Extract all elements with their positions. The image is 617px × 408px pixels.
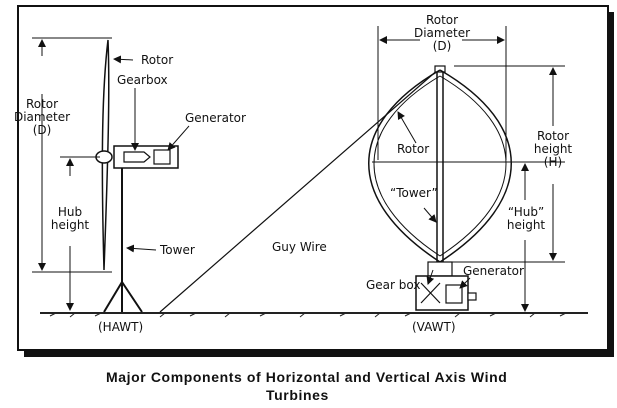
vawt-gearbox [420,282,441,304]
hawt-rotor-label: Rotor [141,53,174,67]
hawt-tower-base [103,281,143,313]
hawt-rotor-diameter-line2: Diameter [13,110,71,124]
vawt-rotor-blade-left [368,69,441,263]
vawt-rotor-diameter-line1: Rotor [425,13,459,27]
vawt-rotor-diameter-label: Rotor Diameter (D) [412,14,472,53]
guy-wire [159,67,441,313]
hawt-pointers [113,55,190,253]
hawt-hub-height-line1: Hub [57,205,83,219]
hawt-turbine [95,39,441,313]
hawt-rotor-diameter-line1: Rotor [25,97,59,111]
vawt-rotor-diameter-line2: Diameter [413,26,471,40]
vawt-dimensions [372,26,565,312]
hawt-hub-height-label: Hub height [48,206,92,232]
hawt-tower-label: Tower [160,243,195,257]
vawt-name-label: (VAWT) [412,320,456,334]
vawt-hub-height-line1: “Hub” [507,205,545,219]
hawt-hub-height-line2: height [50,218,90,232]
hawt-rotor-diameter-label: Rotor Diameter (D) [10,98,74,137]
caption-line1: Major Components of Horizontal and Verti… [106,369,508,385]
vawt-pointers [397,111,471,289]
vawt-rotor-height-line1: Rotor [536,129,570,143]
vawt-hub-height-line2: height [506,218,546,232]
hawt-gearbox-label: Gearbox [117,73,168,87]
vawt-rotor-height-line3: (H) [543,155,563,169]
vawt-rotor-blade-right [439,69,512,263]
hawt-dimensions [32,37,112,311]
vawt-gear-box-label: Gear box [366,278,421,292]
vawt-generator-label: Generator [463,264,524,278]
ground [40,312,588,318]
vawt-rotor-diameter-line3: (D) [432,39,452,53]
vawt-tower-label: “Tower” [390,186,438,200]
hawt-rotor-diameter-line3: (D) [32,123,52,137]
hawt-name-label: (HAWT) [98,320,144,334]
guy-wire-label: Guy Wire [272,240,327,254]
figure-caption: Major Components of Horizontal and Verti… [106,368,606,404]
vawt-hub-height-label: “Hub” height [500,206,552,232]
hawt-gearbox [123,151,151,163]
vawt-generator [445,284,463,304]
hawt-generator-label: Generator [185,111,246,125]
vawt-rotor-height-label: Rotor height (H) [528,130,578,169]
vawt-rotor-label: Rotor [397,142,430,156]
vawt-turbine [368,65,512,311]
caption-line2: Turbines [266,387,329,403]
vawt-rotor-height-line2: height [533,142,573,156]
hawt-generator [153,149,171,165]
